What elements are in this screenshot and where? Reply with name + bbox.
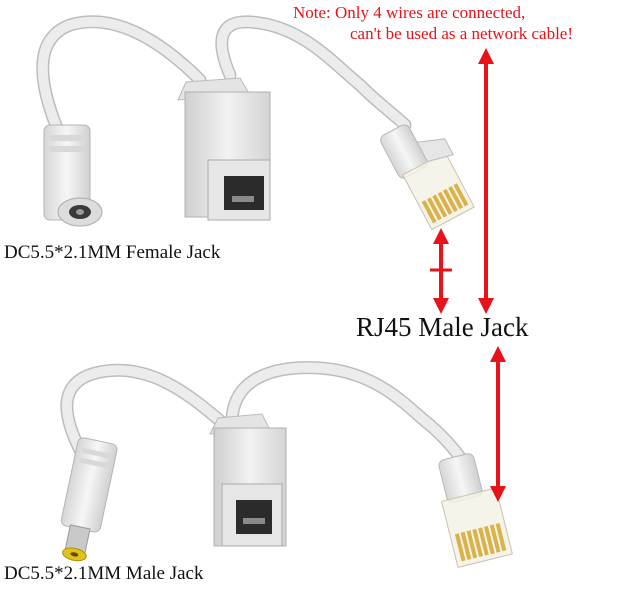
warning-note-line1: Note: Only 4 wires are connected,	[293, 3, 526, 22]
female-jack-splitter	[36, 15, 412, 147]
dc-male-jack	[60, 437, 118, 562]
rj45-male-plug-bottom	[438, 453, 513, 569]
male-jack-label: DC5.5*2.1MM Male Jack	[4, 563, 204, 584]
dc-female-jack	[43, 124, 103, 227]
rj45-male-jack-label: RJ45 Male Jack	[356, 312, 529, 342]
annotation-arrows	[430, 48, 506, 502]
male-jack-splitter	[60, 361, 469, 467]
rj45-female-coupler-top	[177, 77, 271, 221]
female-jack-label: DC5.5*2.1MM Female Jack	[4, 242, 221, 263]
rj45-male-plug-top	[380, 124, 475, 231]
warning-note-line2: can't be used as a network cable!	[350, 24, 574, 43]
rj45-female-coupler-bottom	[209, 413, 287, 547]
